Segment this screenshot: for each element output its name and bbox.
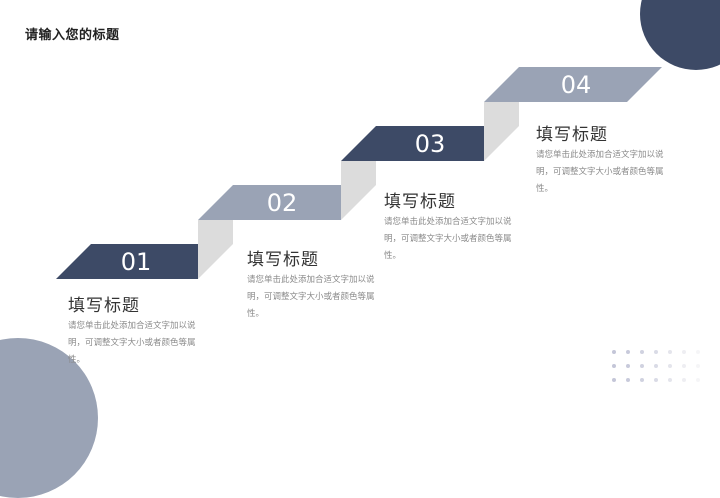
step-number-2: 02 bbox=[266, 189, 298, 217]
step-heading-1[interactable]: 填写标题 bbox=[68, 296, 140, 316]
step-band-4 bbox=[484, 67, 662, 102]
riser-1 bbox=[198, 220, 233, 279]
page-title[interactable]: 请输入您的标题 bbox=[25, 28, 120, 43]
riser-3 bbox=[484, 102, 519, 161]
decorative-dot-grid bbox=[612, 350, 710, 382]
step-number-3: 03 bbox=[414, 130, 446, 158]
step-band-3 bbox=[341, 126, 484, 161]
step-description-2[interactable]: 请您单击此处添加合适文字加以说明，可调整文字大小或者颜色等属性。 bbox=[247, 275, 375, 319]
step-number-4: 04 bbox=[560, 71, 592, 99]
step-description-1[interactable]: 请您单击此处添加合适文字加以说明，可调整文字大小或者颜色等属性。 bbox=[68, 321, 196, 365]
step-heading-4[interactable]: 填写标题 bbox=[536, 125, 608, 145]
step-band-2 bbox=[198, 185, 341, 220]
step-number-1: 01 bbox=[120, 248, 152, 276]
step-heading-2[interactable]: 填写标题 bbox=[247, 250, 319, 270]
step-band-1 bbox=[56, 244, 198, 279]
step-description-3[interactable]: 请您单击此处添加合适文字加以说明，可调整文字大小或者颜色等属性。 bbox=[384, 217, 512, 261]
step-heading-3[interactable]: 填写标题 bbox=[384, 192, 456, 212]
riser-2 bbox=[341, 161, 376, 220]
step-description-4[interactable]: 请您单击此处添加合适文字加以说明，可调整文字大小或者颜色等属性。 bbox=[536, 150, 664, 194]
staircase-graphic bbox=[56, 67, 662, 279]
